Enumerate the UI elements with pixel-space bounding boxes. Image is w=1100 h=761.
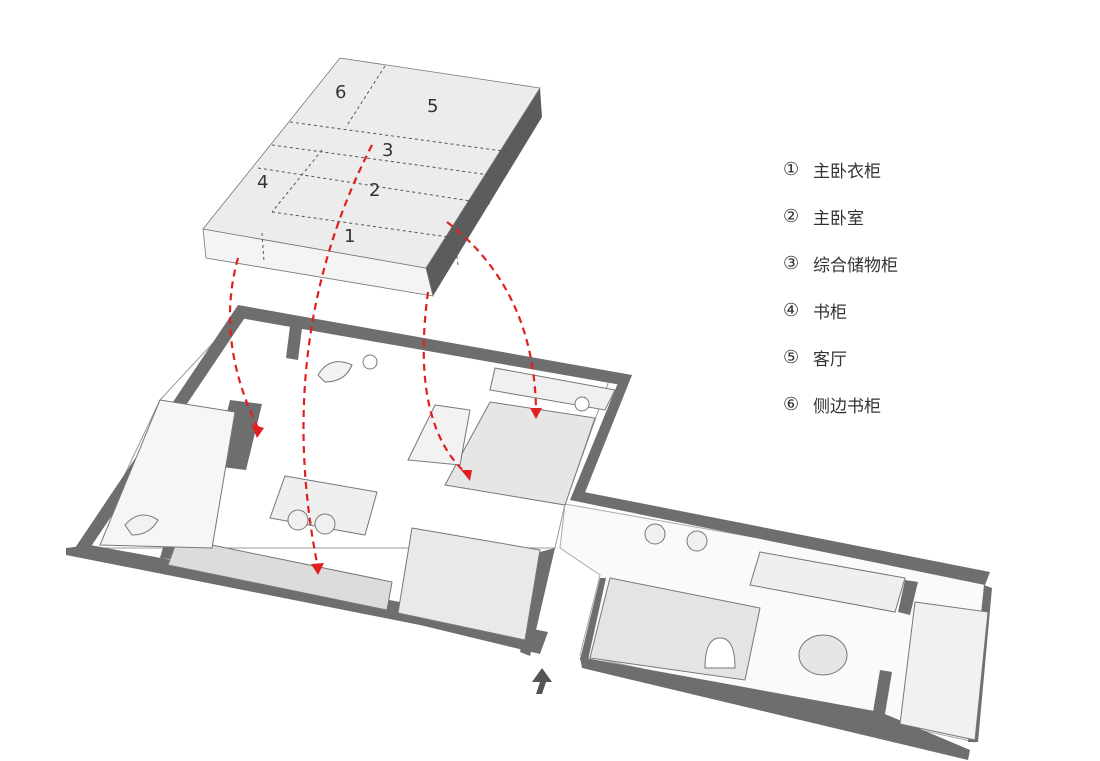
box-partition-line	[271, 149, 323, 213]
arrow-path	[446, 221, 538, 413]
legend-number: ⑥	[783, 394, 800, 415]
wall-partition-5	[898, 580, 918, 615]
wall-partition-1	[286, 326, 302, 360]
toilet	[704, 637, 736, 669]
box-number-2: 2	[369, 180, 380, 201]
legend-number: ⑤	[783, 347, 800, 368]
box-partition-line	[271, 144, 498, 177]
box-partition-line	[271, 211, 456, 239]
box-partition-line	[289, 121, 511, 153]
right-counter	[899, 601, 989, 741]
legend-number: ④	[783, 300, 800, 321]
legend-number: ②	[783, 206, 800, 227]
box-right-face	[426, 88, 542, 296]
storage-box: 6 5 3 4 2 1	[202, 57, 542, 297]
arrow-heads	[251, 408, 542, 575]
legend-item: ⑤ 客厅	[783, 334, 1003, 381]
legend-number: ①	[783, 159, 800, 180]
box-number-4: 4	[257, 172, 268, 193]
lamp	[362, 354, 378, 370]
basin	[644, 523, 666, 545]
arrow-path	[422, 291, 469, 476]
box-partition-line	[345, 65, 386, 128]
box-top-face	[202, 57, 541, 269]
legend-label: 侧边书柜	[813, 397, 881, 417]
wall-right-upper	[570, 375, 632, 500]
legend-label: 主卧衣柜	[813, 162, 881, 182]
lamp	[574, 396, 590, 412]
arrowhead-icon	[461, 470, 472, 481]
legend-item: ② 主卧室	[783, 193, 1003, 240]
wall-top	[238, 305, 632, 386]
basin	[686, 530, 708, 552]
box-number-5: 5	[427, 96, 438, 117]
legend-item: ① 主卧衣柜	[783, 146, 1003, 193]
armchair	[124, 514, 159, 536]
floor-plan	[66, 305, 992, 760]
armchair	[317, 361, 353, 383]
stool	[287, 509, 309, 531]
legend: ① 主卧衣柜 ② 主卧室 ③ 综合储物柜 ④ 书柜 ⑤ 客厅 ⑥ 侧边书柜	[783, 146, 1003, 428]
legend-item: ③ 综合储物柜	[783, 240, 1003, 287]
legend-label: 主卧室	[813, 209, 864, 229]
legend-number: ③	[783, 253, 800, 274]
wall-bottom-right-room	[520, 548, 555, 656]
legend-item: ⑥ 侧边书柜	[783, 381, 1003, 428]
fittings	[99, 354, 989, 741]
wall-lower-block-bottom	[580, 657, 970, 760]
legend-item: ④ 书柜	[783, 287, 1003, 334]
legend-label: 综合储物柜	[813, 256, 898, 276]
arrowhead-icon	[311, 563, 324, 575]
box-partition-line	[454, 237, 459, 267]
entrance-arrow-icon	[532, 668, 552, 694]
arrow-path	[302, 144, 373, 569]
round-table	[798, 634, 848, 676]
arrow-path	[228, 257, 259, 429]
arrowhead-icon	[251, 424, 264, 438]
box-partition-line	[261, 232, 265, 263]
mapping-arrows	[228, 144, 538, 569]
wall-bottom-left	[66, 545, 548, 654]
legend-label: 书柜	[813, 303, 847, 323]
wall-corridor-top	[570, 492, 990, 585]
wall-lower-block-left	[580, 578, 606, 660]
legend-label: 客厅	[813, 350, 847, 370]
box-number-6: 6	[335, 82, 346, 103]
box-number-3: 3	[382, 140, 393, 161]
stool	[314, 513, 336, 535]
wall-partition-4	[872, 670, 892, 720]
arrowhead-icon	[530, 408, 542, 419]
kitchen-counter	[749, 551, 906, 613]
left-storage	[99, 399, 236, 549]
box-number-1: 1	[344, 226, 355, 247]
storage-cabinet	[397, 527, 541, 641]
